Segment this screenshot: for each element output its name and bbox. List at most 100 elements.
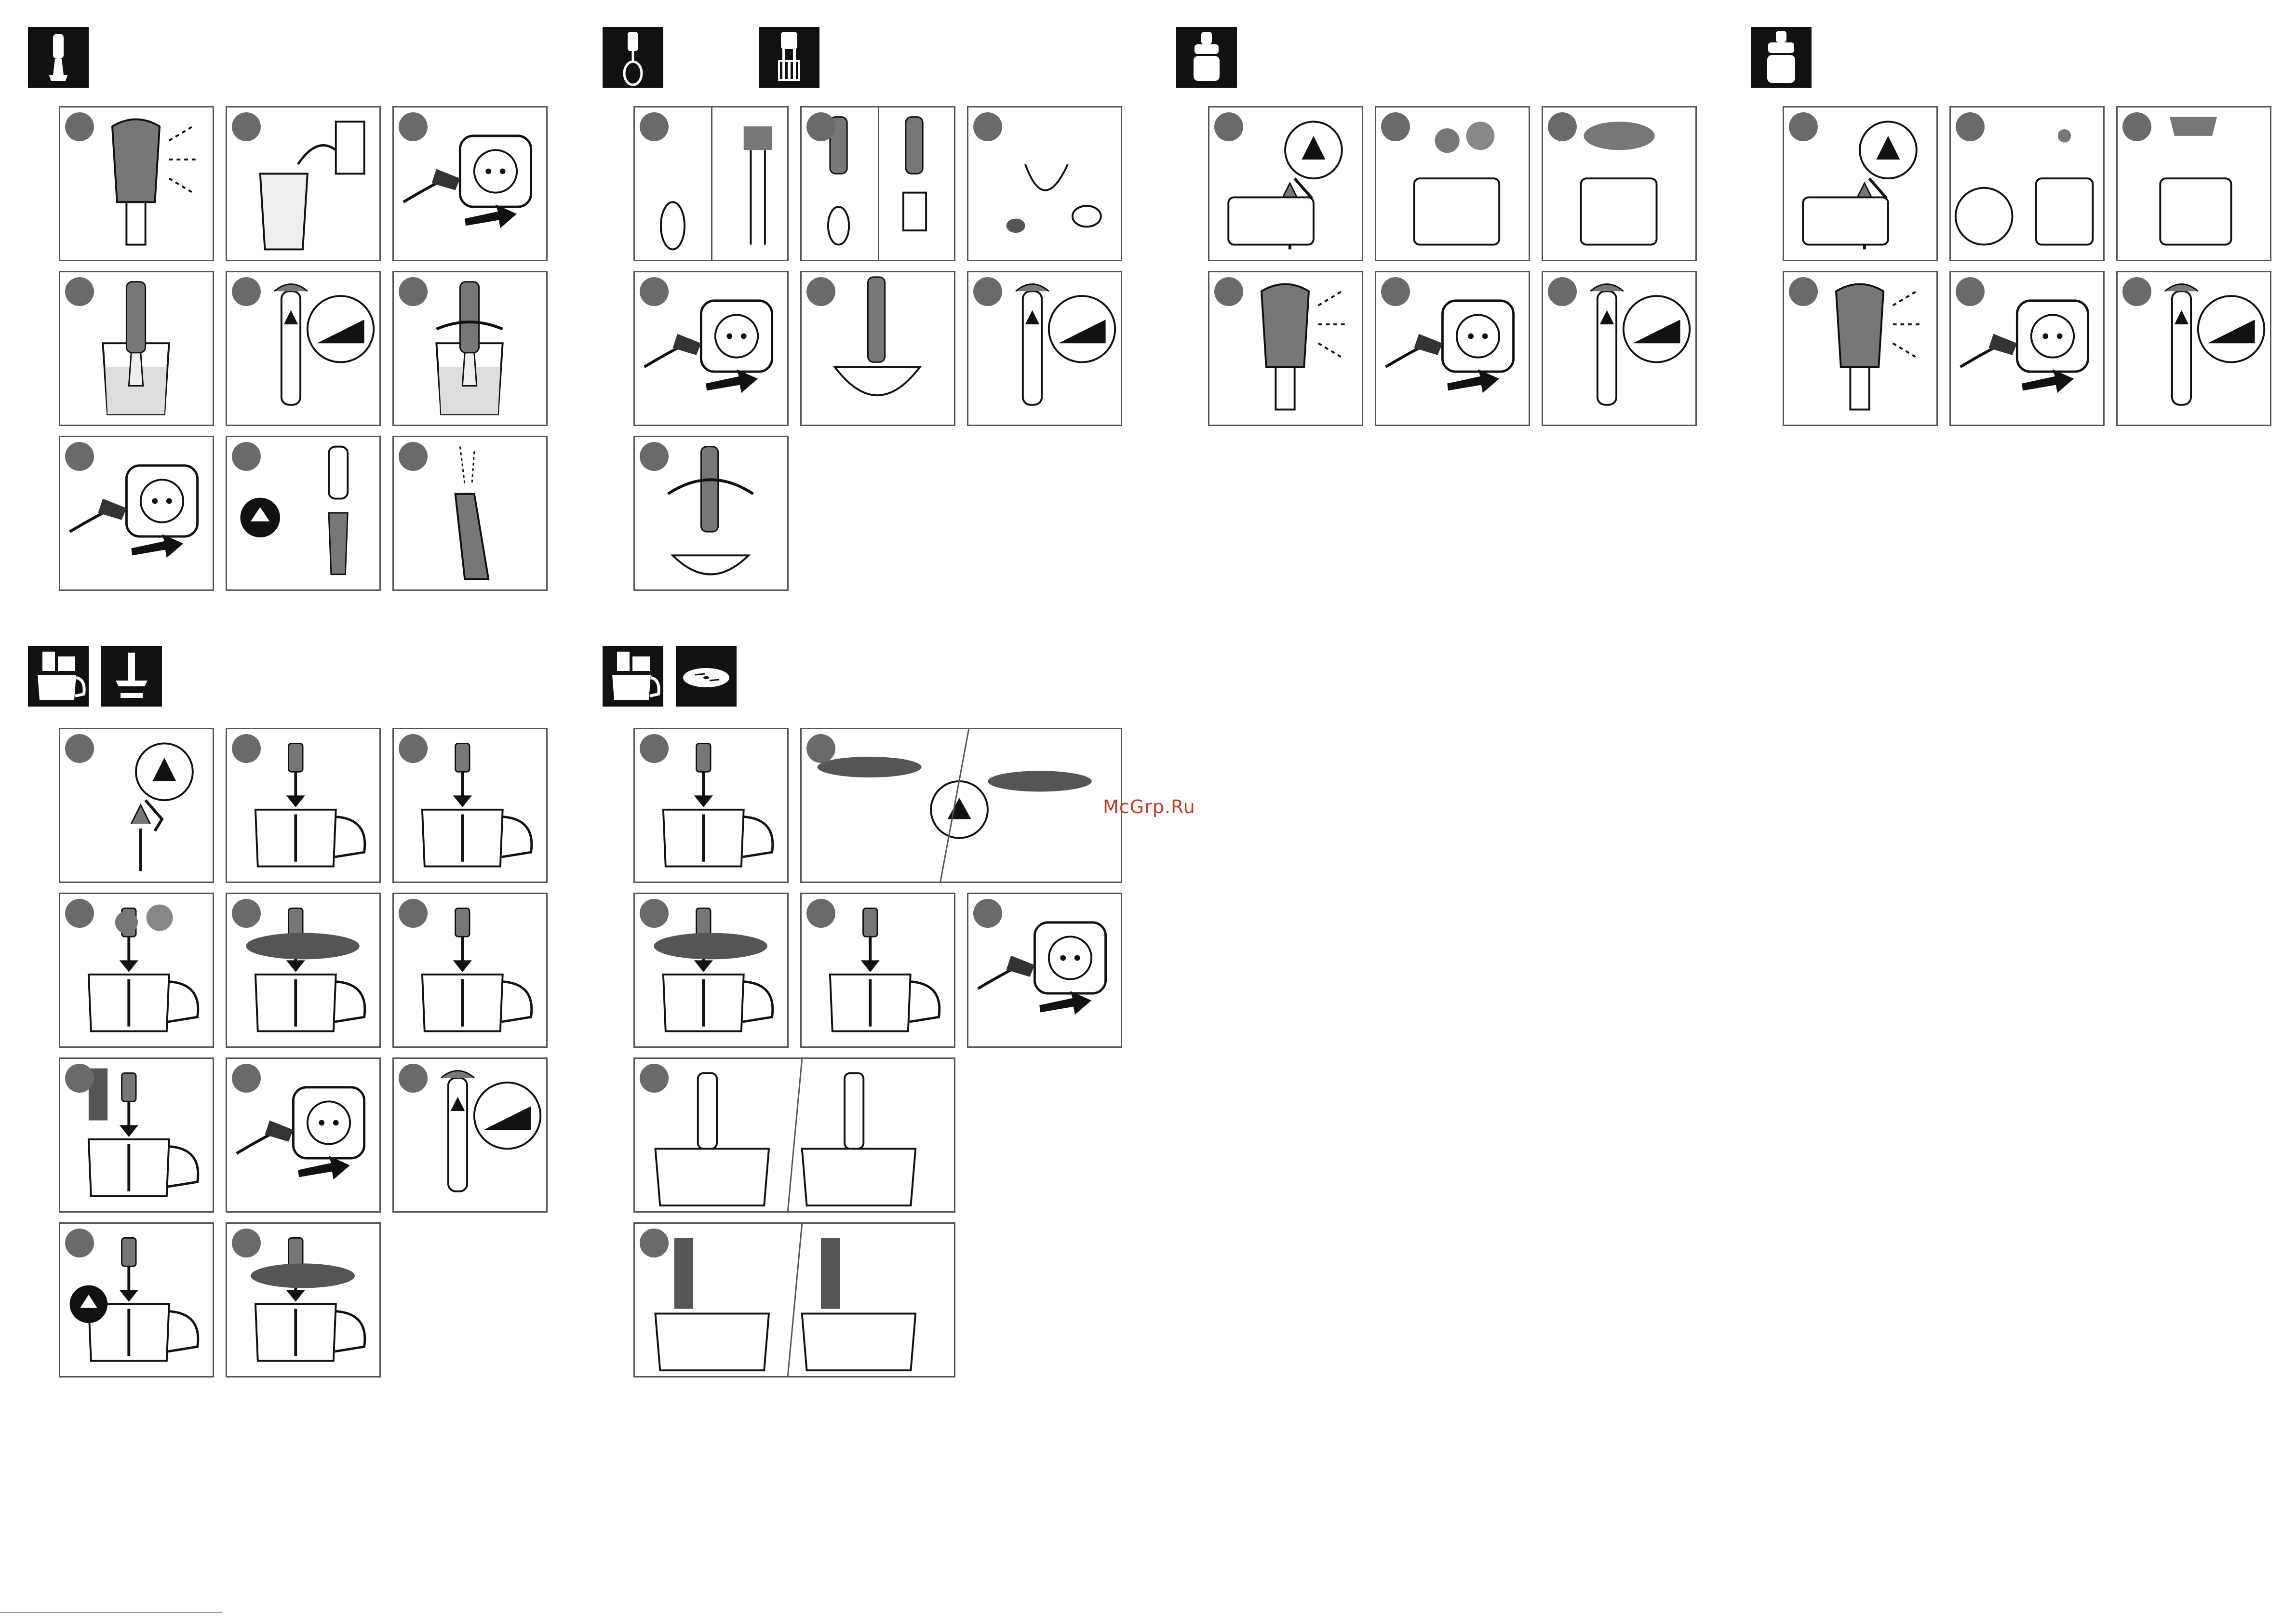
chopper-icon xyxy=(1176,27,1237,88)
step-badge xyxy=(232,899,261,928)
food-processor-icon xyxy=(603,646,663,707)
step-panel xyxy=(1949,271,2105,426)
section-header-chopper-small xyxy=(1176,27,1237,88)
step-badge xyxy=(1956,277,1985,306)
step-panel xyxy=(1375,106,1530,261)
slicing-disc-icon xyxy=(802,729,1121,882)
step-panel xyxy=(226,271,381,426)
step-badge xyxy=(2122,112,2151,141)
step-panel xyxy=(59,436,214,591)
step-panel xyxy=(633,271,789,426)
step-badge xyxy=(640,112,669,141)
step-panel xyxy=(226,1057,381,1213)
step-panel xyxy=(392,436,548,591)
step-badge xyxy=(973,112,1002,141)
step-badge xyxy=(806,899,835,928)
step-badge xyxy=(232,442,261,471)
blade-icon xyxy=(101,646,162,707)
step-badge xyxy=(399,734,428,763)
step-panel xyxy=(967,893,1122,1048)
step-panel xyxy=(226,893,381,1048)
step-badge xyxy=(65,734,94,763)
step-badge xyxy=(806,112,835,141)
step-badge xyxy=(640,442,669,471)
step-panel xyxy=(392,106,548,261)
step-panel xyxy=(800,106,955,261)
watermark: McGrp.Ru xyxy=(1103,796,1195,817)
step-panel xyxy=(392,893,548,1048)
step-panel xyxy=(2116,271,2271,426)
step-badge xyxy=(399,442,428,471)
step-badge xyxy=(65,1229,94,1257)
step-panel xyxy=(59,271,214,426)
step-panel xyxy=(226,1222,381,1377)
step-badge xyxy=(1214,277,1243,306)
step-badge xyxy=(232,734,261,763)
section-food-processor-blade xyxy=(59,728,548,1377)
step-badge xyxy=(399,1064,428,1093)
step-panel xyxy=(633,436,789,591)
step-badge xyxy=(640,277,669,306)
step-panel xyxy=(967,271,1122,426)
step-panel xyxy=(59,728,214,883)
step-badge xyxy=(640,899,669,928)
step-badge xyxy=(640,734,669,763)
step-badge xyxy=(65,899,94,928)
step-panel xyxy=(392,1057,548,1213)
step-panel xyxy=(633,1057,955,1213)
section-hand-blender xyxy=(59,106,548,591)
step-badge xyxy=(1956,112,1985,141)
step-panel xyxy=(1542,271,1697,426)
step-panel xyxy=(800,728,1122,883)
step-panel xyxy=(226,728,381,883)
step-panel xyxy=(1949,106,2105,261)
step-badge xyxy=(640,1229,669,1257)
step-panel xyxy=(59,1222,214,1377)
step-panel xyxy=(1375,271,1530,426)
blender-shaft-icon xyxy=(28,27,89,88)
section-food-processor-disc xyxy=(633,728,1122,1377)
step-panel xyxy=(1208,106,1363,261)
step-badge xyxy=(399,112,428,141)
step-panel xyxy=(800,893,955,1048)
section-whisk-beater xyxy=(633,106,1122,591)
step-panel xyxy=(1542,106,1697,261)
section-header-blade xyxy=(101,646,162,707)
step-panel xyxy=(633,1222,955,1377)
food-processor-icon xyxy=(28,646,89,707)
step-panel xyxy=(392,271,548,426)
section-header-food-processor-2 xyxy=(603,646,663,707)
whisk-icon xyxy=(603,27,663,88)
step-panel xyxy=(226,106,381,261)
step-badge xyxy=(1214,112,1243,141)
step-badge xyxy=(1789,112,1818,141)
step-panel xyxy=(967,106,1122,261)
section-header-hand-blender xyxy=(28,27,89,88)
step-badge xyxy=(65,442,94,471)
step-badge xyxy=(399,277,428,306)
step-badge xyxy=(973,277,1002,306)
step-badge xyxy=(1381,277,1410,306)
step-badge xyxy=(399,899,428,928)
beater-icon xyxy=(759,27,819,88)
section-header-food-processor xyxy=(28,646,89,707)
step-panel xyxy=(800,271,955,426)
section-header-beater xyxy=(759,27,819,88)
section-chopper-small xyxy=(1208,106,1697,426)
step-badge xyxy=(232,277,261,306)
step-panel xyxy=(1783,271,1938,426)
step-panel xyxy=(2116,106,2271,261)
step-badge xyxy=(232,1064,261,1093)
step-badge xyxy=(2122,277,2151,306)
step-badge xyxy=(973,899,1002,928)
step-badge xyxy=(1548,277,1577,306)
section-header-disc xyxy=(676,646,737,707)
footer-rule xyxy=(0,1612,222,1613)
step-badge xyxy=(65,112,94,141)
step-badge xyxy=(1548,112,1577,141)
step-panel xyxy=(59,1057,214,1213)
step-panel xyxy=(226,436,381,591)
step-panel xyxy=(1208,271,1363,426)
step-panel xyxy=(633,106,789,261)
step-panel xyxy=(633,728,789,883)
